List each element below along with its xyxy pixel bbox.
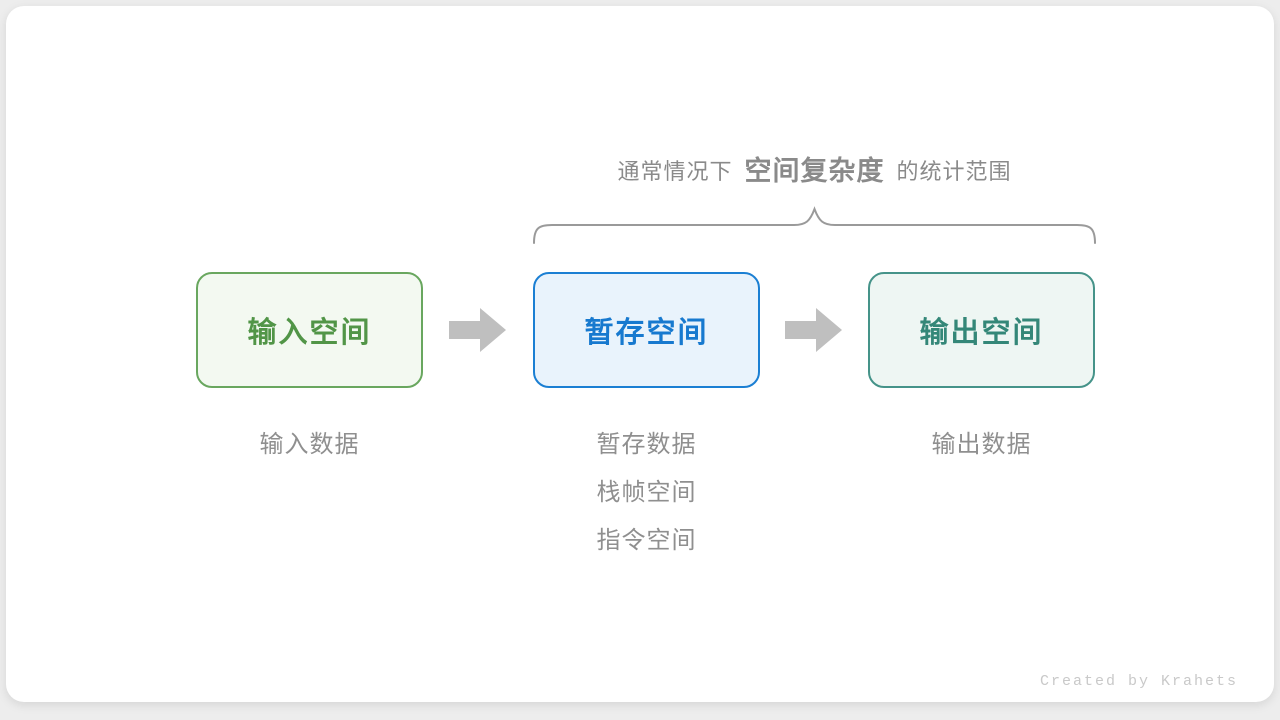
caption-line: 栈帧空间 bbox=[596, 479, 697, 506]
scope-annotation: 通常情况下空间复杂度的统计范围 bbox=[533, 149, 1096, 188]
annotation-highlight: 空间复杂度 bbox=[744, 156, 885, 186]
annotation-prefix: 通常情况下 bbox=[617, 159, 733, 184]
diagram-canvas: 通常情况下空间复杂度的统计范围 输入空间 暂存空间 输出空间 输入数据 暂存数据… bbox=[6, 6, 1274, 702]
box-output-space: 输出空间 bbox=[868, 272, 1095, 388]
caption-input: 输入数据 bbox=[196, 421, 423, 469]
box-input-space-label: 输入空间 bbox=[247, 317, 372, 349]
arrow-right-icon bbox=[785, 308, 842, 352]
credit-text: Created by Krahets bbox=[1039, 673, 1238, 690]
box-buffer-space-label: 暂存空间 bbox=[584, 317, 709, 349]
caption-line: 指令空间 bbox=[596, 527, 697, 554]
caption-buffer: 暂存数据 栈帧空间 指令空间 bbox=[533, 421, 760, 565]
box-input-space: 输入空间 bbox=[196, 272, 423, 388]
caption-line: 输出数据 bbox=[931, 431, 1032, 458]
caption-line: 输入数据 bbox=[259, 431, 360, 458]
box-output-space-label: 输出空间 bbox=[919, 317, 1044, 349]
box-buffer-space: 暂存空间 bbox=[533, 272, 760, 388]
arrow-right-icon bbox=[449, 308, 506, 352]
annotation-suffix: 的统计范围 bbox=[896, 159, 1012, 184]
caption-line: 暂存数据 bbox=[596, 431, 697, 458]
caption-output: 输出数据 bbox=[868, 421, 1095, 469]
curly-brace bbox=[533, 206, 1096, 244]
